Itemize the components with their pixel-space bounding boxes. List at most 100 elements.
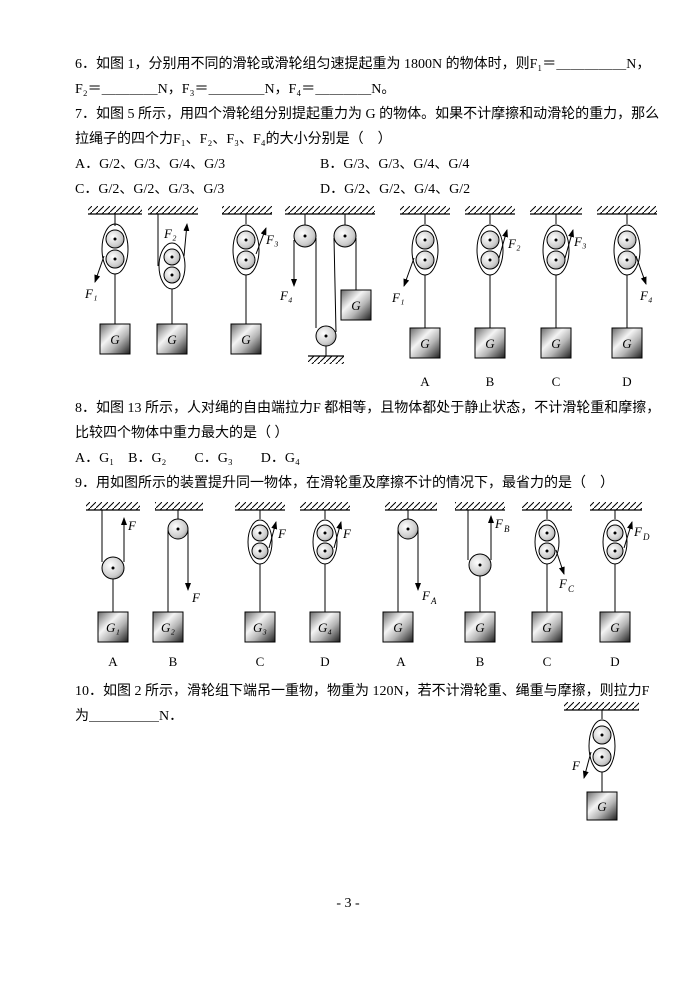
- weight-block: [464, 611, 496, 643]
- pulley-system-2: F₂ G: [148, 206, 198, 355]
- system-letter: A: [108, 654, 118, 669]
- weight-label: G: [420, 336, 430, 351]
- system-letter: B: [486, 374, 495, 389]
- force-label: F₁: [391, 290, 404, 305]
- force-label: F: [558, 576, 568, 591]
- page-number: - 3 -: [336, 896, 360, 911]
- weight-label: G: [167, 332, 177, 347]
- weight-label: G: [597, 799, 607, 814]
- system-letter: D: [320, 654, 329, 669]
- system-letter: B: [476, 654, 485, 669]
- force-label: F: [633, 524, 643, 539]
- weight-label: G: [241, 332, 251, 347]
- force-label: F₃: [573, 234, 586, 249]
- pulley-system-a2: F A G A: [382, 502, 437, 669]
- weight-label: G: [393, 620, 403, 635]
- pulley-system-d: F G₄ D: [300, 502, 352, 669]
- question-8-options: A．G₁ B．G₂ C．G₃ D．G₄: [75, 451, 300, 466]
- force-sub-label: A: [430, 596, 437, 606]
- force-label: F₂: [507, 236, 521, 251]
- weight-label: G₂: [161, 620, 175, 635]
- weight-label: G: [542, 620, 552, 635]
- pulley-system-3: F₃ G: [222, 206, 278, 355]
- system-letter: B: [169, 654, 178, 669]
- system-letter: D: [610, 654, 619, 669]
- weight-block: [611, 327, 643, 359]
- weight-label: G: [622, 336, 632, 351]
- pulley-system-8: F₄ G D: [597, 206, 657, 389]
- force-label: F₂: [163, 226, 177, 241]
- pulley-system-b2: F B G B: [455, 502, 510, 669]
- question-10-line2: 为＿＿＿＿＿N．: [75, 709, 184, 724]
- force-label: F: [421, 588, 431, 603]
- pulley-system-c2: F C G C: [522, 502, 575, 669]
- system-letter: D: [622, 374, 631, 389]
- weight-block: [382, 611, 414, 643]
- pulley-system-5: F₁ G A: [391, 206, 450, 389]
- force-sub-label: C: [568, 584, 575, 594]
- weight-block: [152, 611, 184, 643]
- question-8-line1: 8．如图 13 所示，人对绳的自由端拉力F 都相等，且物体都处于静止状态，不计滑…: [75, 401, 661, 416]
- figure-2-pulley-diagrams: F G₁ A F G₂ B F: [78, 502, 656, 679]
- page-content: 6．如图 1，分别用不同的滑轮或滑轮组匀速提起重为 1800N 的物体时，则F₁…: [75, 57, 661, 724]
- force-label: F: [571, 758, 581, 773]
- pulley-system-a: F G₁ A: [86, 502, 140, 669]
- pulley-system-7: F₃ G C: [530, 206, 586, 389]
- weight-block: [97, 611, 129, 643]
- figure-1-pulley-diagrams: F₁ G F₂ G F₃: [80, 206, 657, 396]
- force-label: F₃: [265, 232, 278, 247]
- weight-block: [230, 323, 262, 355]
- weight-block: [474, 327, 506, 359]
- force-label: F₄: [279, 288, 293, 303]
- force-label: F₄: [639, 288, 653, 303]
- weight-block: [586, 791, 618, 821]
- weight-label: G: [475, 620, 485, 635]
- pulley-system-c: F G₃ C: [235, 502, 287, 669]
- weight-block: [531, 611, 563, 643]
- question-7-options-row2: C．G/2、G/2、G/3、G/3 D．G/2、G/2、G/4、G/2: [75, 177, 656, 202]
- question-6-line2: F₂＝＿＿＿＿N，F₃＝＿＿＿＿N，F₄＝＿＿＿＿N。: [75, 82, 396, 97]
- question-7-options-row1: A．G/2、G/3、G/4、G/3 B．G/3、G/3、G/4、G/4: [75, 152, 656, 177]
- figure-3-pulley-diagram: F G: [556, 702, 651, 832]
- q7-option-b: B．G/3、G/3、G/4、G/4: [320, 157, 470, 172]
- q7-option-c: C．G/2、G/2、G/3、G/3: [75, 182, 225, 197]
- pulley-system-d2: F D G D: [590, 502, 650, 669]
- system-letter: C: [256, 654, 265, 669]
- force-label: F₁: [84, 286, 97, 301]
- question-6-line1: 6．如图 1，分别用不同的滑轮或滑轮组匀速提起重为 1800N 的物体时，则F₁…: [75, 57, 651, 72]
- weight-label: G₃: [253, 620, 267, 635]
- pulley-system-4: F₄ G: [279, 206, 375, 364]
- pulley-system-6: F₂ G B: [465, 206, 521, 389]
- force-sub-label: B: [504, 524, 510, 534]
- weight-label: G₁: [106, 620, 120, 635]
- force-sub-label: D: [642, 532, 650, 542]
- system-letter: C: [552, 374, 561, 389]
- weight-label: G: [351, 298, 361, 313]
- weight-label: G: [551, 336, 561, 351]
- q7-option-a: A．G/2、G/3、G/4、G/3: [75, 157, 226, 172]
- system-letter: A: [396, 654, 406, 669]
- weight-block: [540, 327, 572, 359]
- question-7-line1: 7．如图 5 所示，用四个滑轮组分别提起重力为 G 的物体。如果不计摩擦和动滑轮…: [75, 107, 660, 122]
- weight-block: [340, 289, 372, 321]
- force-label: F: [191, 590, 201, 605]
- weight-label: G: [110, 332, 120, 347]
- q7-option-d: D．G/2、G/2、G/4、G/2: [320, 182, 471, 197]
- question-8-line2: 比较四个物体中重力最大的是（ ）: [75, 426, 289, 441]
- pulley-system-1: F₁ G: [84, 206, 142, 355]
- force-label: F: [494, 516, 504, 531]
- force-label: F: [342, 526, 352, 541]
- weight-block: [99, 323, 131, 355]
- weight-label: G: [485, 336, 495, 351]
- weight-label: G₄: [318, 620, 332, 635]
- pulley-system-b: F G₂ B: [152, 502, 203, 669]
- question-10-line1: 10．如图 2 所示，滑轮组下端吊一重物，物重为 120N，若不计滑轮重、绳重与…: [75, 684, 650, 699]
- weight-block: [409, 327, 441, 359]
- weight-block: [599, 611, 631, 643]
- question-9-line1: 9．用如图所示的装置提升同一物体，在滑轮重及摩擦不计的情况下，最省力的是（ ）: [75, 476, 614, 491]
- force-label: F: [277, 526, 287, 541]
- system-letter: C: [543, 654, 552, 669]
- question-7-line2: 拉绳子的四个力F₁、F₂、F₃、F₄的大小分别是（ ）: [75, 132, 392, 147]
- pulley-system-q10: F G: [564, 702, 639, 821]
